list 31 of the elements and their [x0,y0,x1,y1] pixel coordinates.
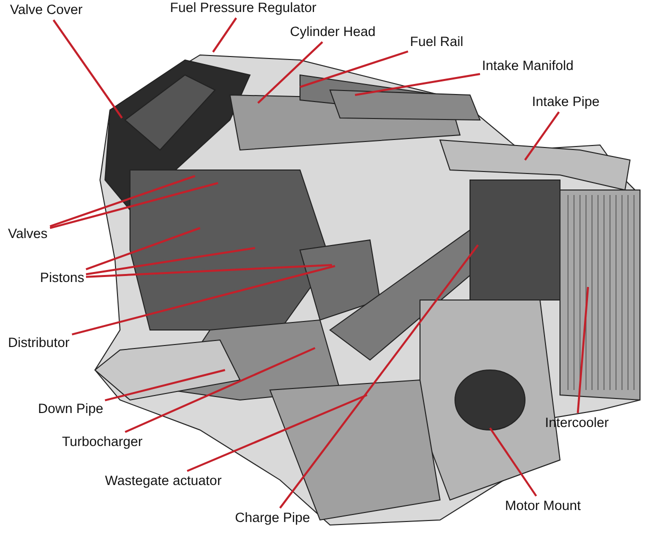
part-label: Charge Pipe [235,510,310,526]
leader-line [300,50,408,88]
part-label: Pistons [40,270,84,286]
part-label: Valves [8,226,48,242]
leader-line [257,41,324,104]
leader-line [212,17,237,53]
part-label: Wastegate actuator [105,473,222,489]
part-label: Valve Cover [10,2,83,18]
part-label: Intake Manifold [482,58,574,74]
part-label: Distributor [8,335,70,351]
leader-line [50,175,196,228]
part-label: Cylinder Head [290,24,376,40]
leader-line [86,264,332,278]
part-label: Turbocharger [62,434,143,450]
part-label: Fuel Rail [410,34,464,50]
leader-line [72,265,336,336]
leader-line [524,111,560,161]
leader-line [279,244,479,509]
leader-line [576,286,589,414]
part-label: Motor Mount [505,498,581,514]
leader-line [50,182,218,230]
part-label: Fuel Pressure Regulator [170,0,316,16]
leader-line [86,227,200,270]
leader-line [52,19,123,119]
leader-line [354,73,480,96]
part-label: Down Pipe [38,401,104,417]
leader-line [186,394,368,472]
part-label: Intake Pipe [532,94,600,110]
leader-line [489,427,538,497]
leader-line [86,247,256,276]
leader-line [124,347,316,433]
